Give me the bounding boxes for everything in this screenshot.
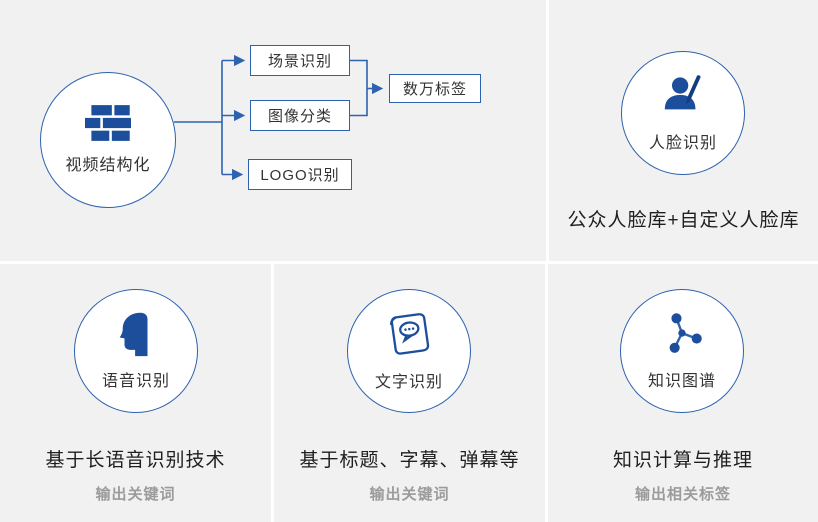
text-recognition-icon (385, 310, 433, 358)
panel-knowledge-graph: 知识图谱 知识计算与推理 输出相关标签 (548, 264, 818, 522)
panel-text-recognition: 文字识别 基于标题、字幕、弹幕等 输出关键词 (274, 264, 545, 522)
connector-scene-to-merge (350, 59, 368, 89)
flow-connectors (174, 54, 384, 181)
speech-recognition-tagline: 输出关键词 (95, 486, 176, 503)
text-recognition-caption: 基于标题、字幕、弹幕等 (299, 450, 520, 471)
knowledge-graph-caption: 知识计算与推理 (612, 450, 753, 471)
video-structure-icon (85, 105, 131, 141)
knowledge-graph-label: 知识图谱 (647, 373, 716, 390)
knowledge-graph-circle: 知识图谱 (620, 289, 744, 413)
video-structuring-label: 视频结构化 (65, 157, 151, 174)
video-structuring-circle: 视频结构化 (40, 72, 176, 208)
text-recognition-circle: 文字识别 (347, 289, 471, 413)
panel-face-recognition: 人脸识别 公众人脸库+自定义人脸库 (549, 0, 818, 261)
face-recognition-icon (660, 73, 706, 119)
face-recognition-label: 人脸识别 (648, 135, 717, 152)
connector-image-to-merge (350, 88, 368, 117)
knowledge-graph-icon (659, 311, 705, 357)
speech-recognition-label: 语音识别 (101, 373, 170, 390)
knowledge-graph-tagline: 输出相关标签 (634, 486, 731, 503)
panel-speech-recognition: 语音识别 基于长语音识别技术 输出关键词 (0, 264, 271, 522)
speech-recognition-circle: 语音识别 (74, 289, 198, 413)
face-recognition-circle: 人脸识别 (621, 51, 745, 175)
speech-recognition-icon (116, 311, 156, 357)
panel-video-structuring: 视频结构化 场景识别 图像分类 LOGO识别 数万标签 (0, 0, 546, 261)
text-recognition-label: 文字识别 (374, 374, 443, 391)
flow-box-logo-recognition: LOGO识别 (248, 159, 352, 190)
speech-recognition-caption: 基于长语音识别技术 (45, 450, 226, 471)
flow-box-image-classification: 图像分类 (250, 100, 350, 131)
face-recognition-caption: 公众人脸库+自定义人脸库 (567, 210, 800, 231)
flow-box-tags-output: 数万标签 (389, 74, 481, 103)
text-recognition-tagline: 输出关键词 (369, 486, 450, 503)
flow-box-scene-recognition: 场景识别 (250, 45, 350, 76)
